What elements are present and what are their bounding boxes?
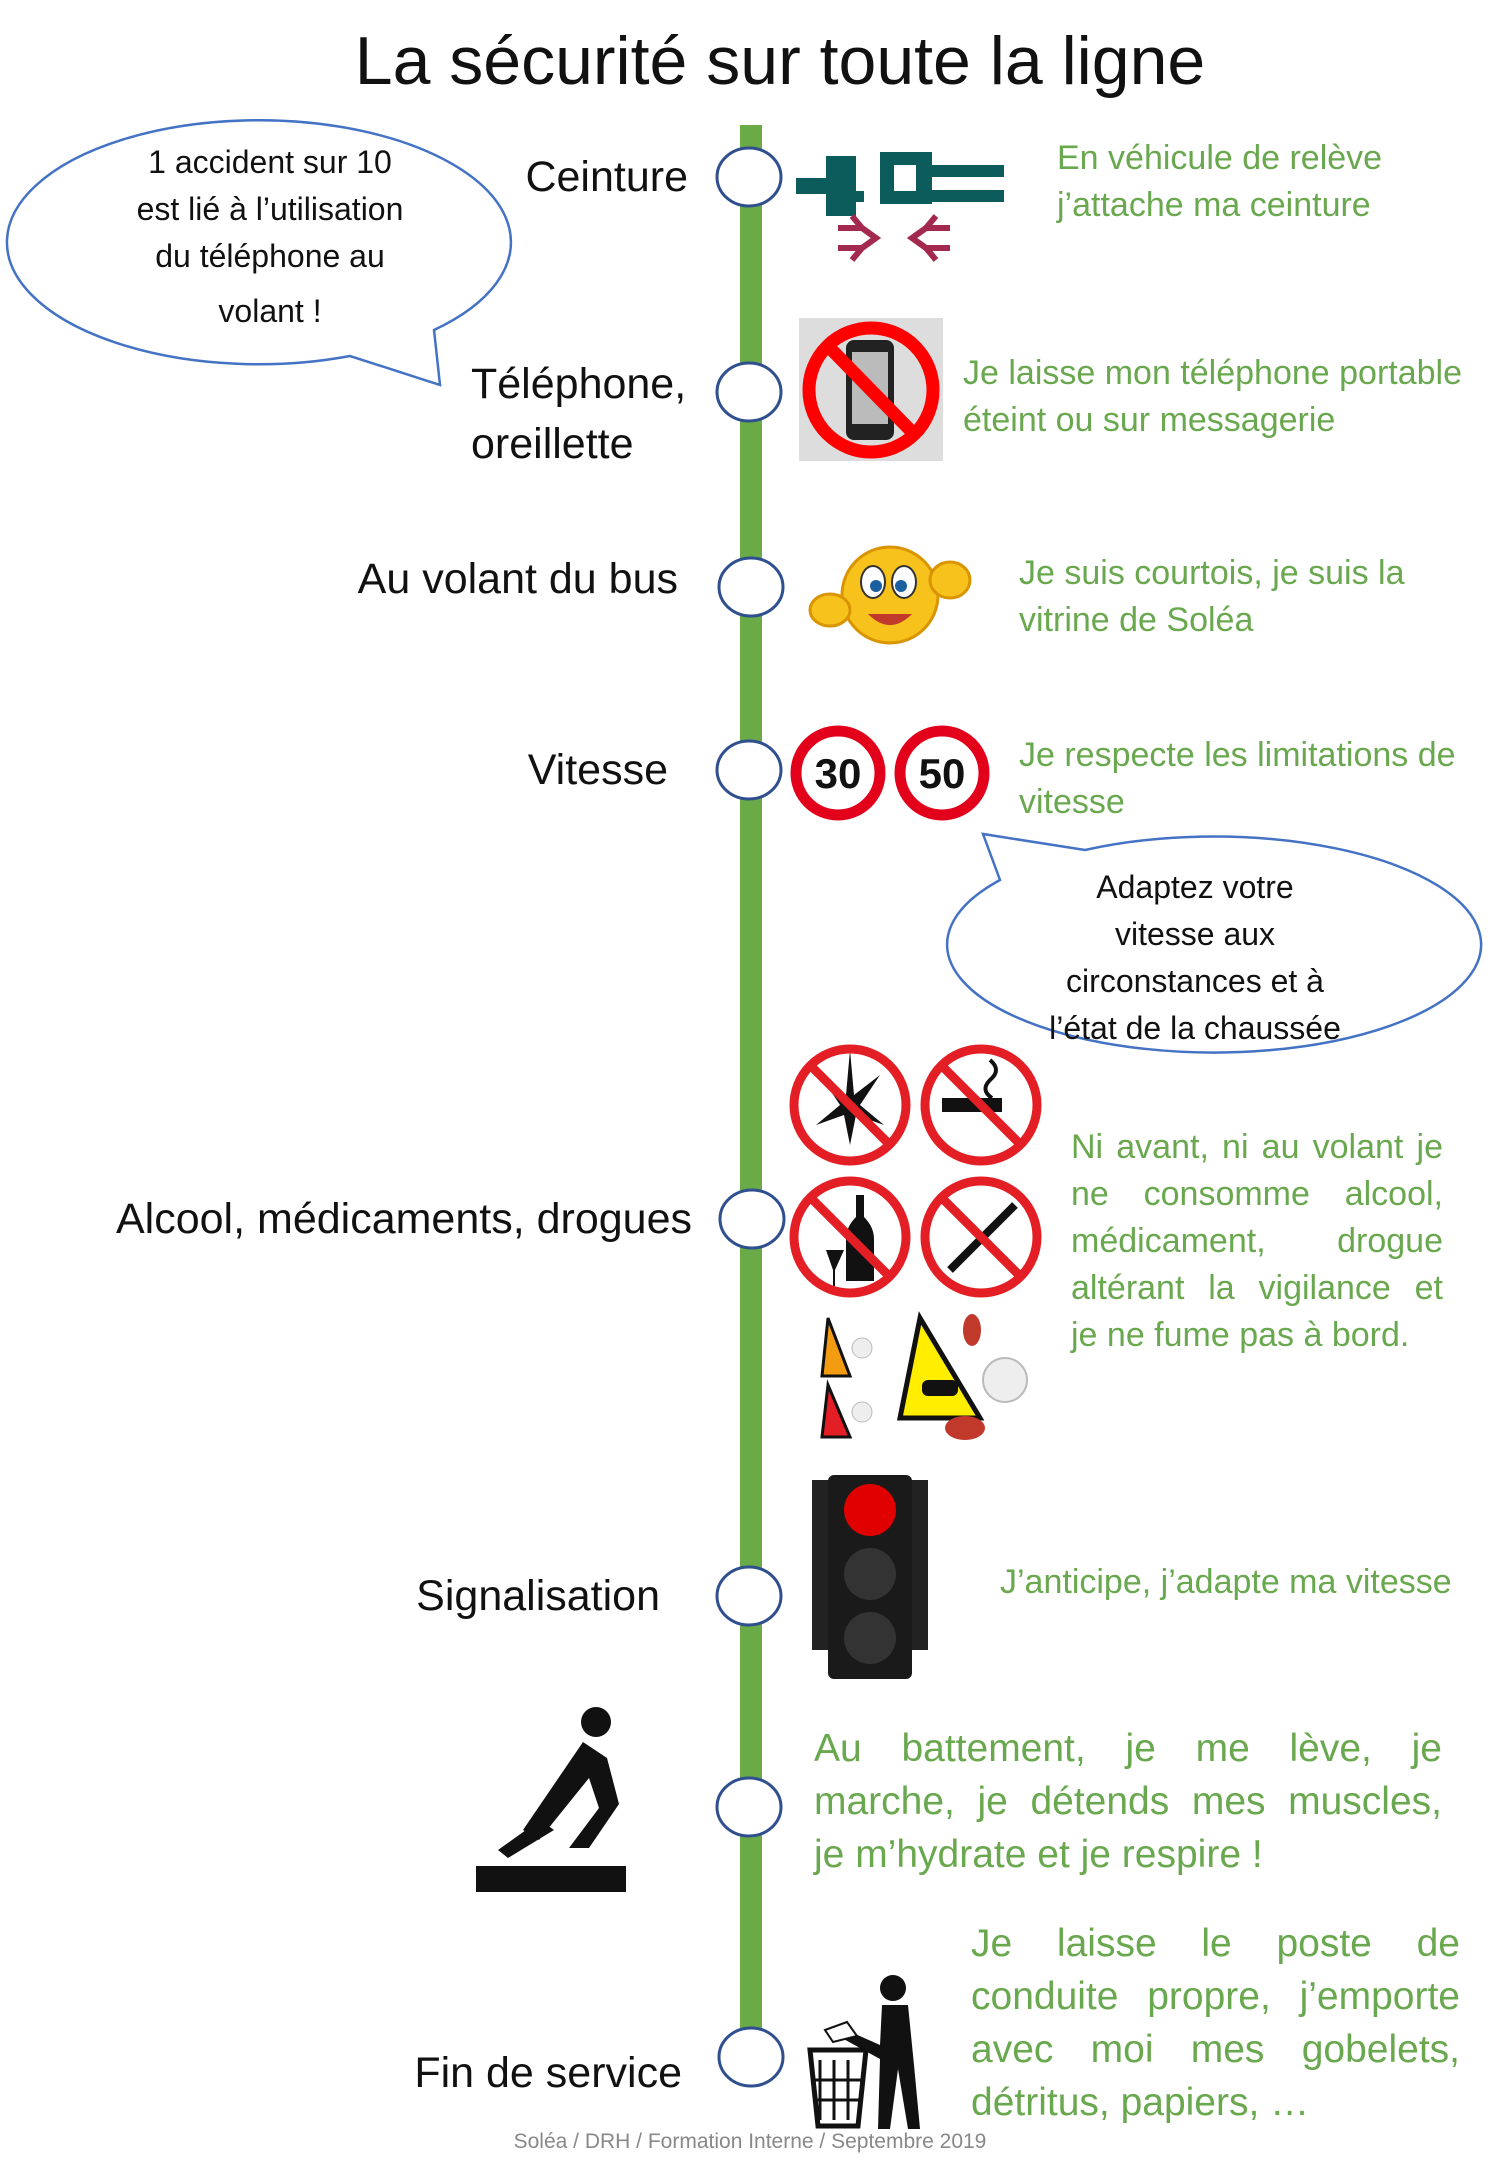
- seatbelt-icon: [796, 152, 1004, 262]
- speed-limit-30: 30: [815, 750, 862, 797]
- text-line: vitrine de Soléa: [1019, 601, 1254, 639]
- label-vitesse: Vitesse: [527, 746, 668, 794]
- label-volant: Au volant du bus: [357, 555, 678, 603]
- no-phone-icon: [799, 318, 943, 461]
- text-line: détritus, papiers, …: [971, 2081, 1310, 2124]
- text-line: ne consomme alcool,: [1071, 1175, 1443, 1213]
- page-title: La sécurité sur toute la ligne: [354, 23, 1206, 99]
- label-fin-de-service: Fin de service: [414, 2049, 682, 2097]
- text-line: éteint ou sur messagerie: [963, 401, 1336, 439]
- text-alcool: Ni avant, ni au volant je ne consomme al…: [1071, 1124, 1443, 1359]
- bubble-line: circonstances et à: [1066, 963, 1324, 999]
- speed-limit-icon: 30 50: [790, 725, 990, 821]
- text-vitesse: Je respecte les limitations de vitesse: [1019, 732, 1456, 826]
- traffic-light-icon: [812, 1475, 928, 1679]
- label-line: Téléphone,: [471, 360, 687, 408]
- text-line: je ne fume pas à bord.: [1071, 1316, 1410, 1354]
- no-cannabis-icon: [816, 1050, 884, 1145]
- speech-bubble-speed-shape: [945, 832, 1483, 1054]
- text-fin-de-service: Je laisse le poste de conduite propre, j…: [971, 1917, 1460, 2129]
- text-line: avec moi mes gobelets,: [971, 2028, 1460, 2071]
- no-drugs-icon: [789, 1044, 1042, 1298]
- no-smoking-icon: [942, 1058, 1002, 1112]
- label-telephone: Téléphone, oreillette: [471, 354, 686, 474]
- speech-bubble-phone-shape: [5, 119, 513, 387]
- text-line: Au battement, je me lève, je: [814, 1727, 1442, 1770]
- text-line: Je suis courtois, je suis la: [1019, 554, 1405, 592]
- text-line: Ni avant, ni au volant je: [1071, 1128, 1443, 1166]
- text-line: Je laisse mon téléphone portable: [963, 354, 1462, 392]
- bubble-line: 1 accident sur 10: [148, 144, 392, 180]
- text-line: j’attache ma ceinture: [1057, 186, 1371, 224]
- bubble-line: volant !: [218, 293, 322, 329]
- bubble-line: vitesse aux: [1114, 916, 1276, 952]
- thumbs-up-emoji-icon: [808, 545, 972, 645]
- trash-bin-icon: [807, 1975, 920, 2129]
- text-volant: Je suis courtois, je suis la vitrine de …: [1019, 550, 1405, 644]
- bubble-line: du téléphone au: [155, 238, 385, 274]
- text-line: En véhicule de relève: [1057, 139, 1383, 177]
- speech-bubble-speed: Adaptez votre vitesse aux circonstances …: [945, 864, 1445, 1052]
- bubble-line: Adaptez votre: [1096, 869, 1294, 905]
- label-alcool: Alcool, médicaments, drogues: [115, 1195, 692, 1243]
- text-line: médicament, drogue: [1071, 1222, 1443, 1260]
- bubble-line: l’état de la chaussée: [1049, 1010, 1341, 1046]
- text-pause: Au battement, je me lève, je marche, je …: [814, 1722, 1442, 1881]
- text-telephone: Je laisse mon téléphone portable éteint …: [963, 350, 1462, 444]
- text-signalisation: J’anticipe, j’adapte ma vitesse: [1000, 1563, 1452, 1601]
- timeline-markers: [715, 146, 786, 2088]
- text-line: conduite propre, j’emporte: [971, 1975, 1460, 2018]
- label-signalisation: Signalisation: [416, 1572, 660, 1620]
- text-ceinture: En véhicule de relève j’attache ma ceint…: [1057, 135, 1382, 229]
- text-line: altérant la vigilance et: [1071, 1269, 1443, 1307]
- text-line: marche, je détends mes muscles,: [814, 1780, 1442, 1823]
- footer: Soléa / DRH / Formation Interne / Septem…: [513, 2130, 987, 2153]
- text-line: Je laisse le poste de: [971, 1922, 1460, 1965]
- text-line: Je respecte les limitations de: [1019, 736, 1456, 774]
- speed-limit-50: 50: [919, 750, 966, 797]
- label-ceinture: Ceinture: [525, 153, 688, 201]
- bubble-line: est lié à l’utilisation: [136, 191, 404, 227]
- label-line: oreillette: [471, 420, 634, 468]
- speech-bubble-phone: 1 accident sur 10 est lié à l’utilisatio…: [20, 139, 520, 335]
- stretching-icon: [476, 1707, 626, 1892]
- text-line: je m’hydrate et je respire !: [814, 1833, 1263, 1876]
- text-line: vitesse: [1019, 783, 1125, 821]
- medicine-warning-icon: [820, 1311, 1028, 1440]
